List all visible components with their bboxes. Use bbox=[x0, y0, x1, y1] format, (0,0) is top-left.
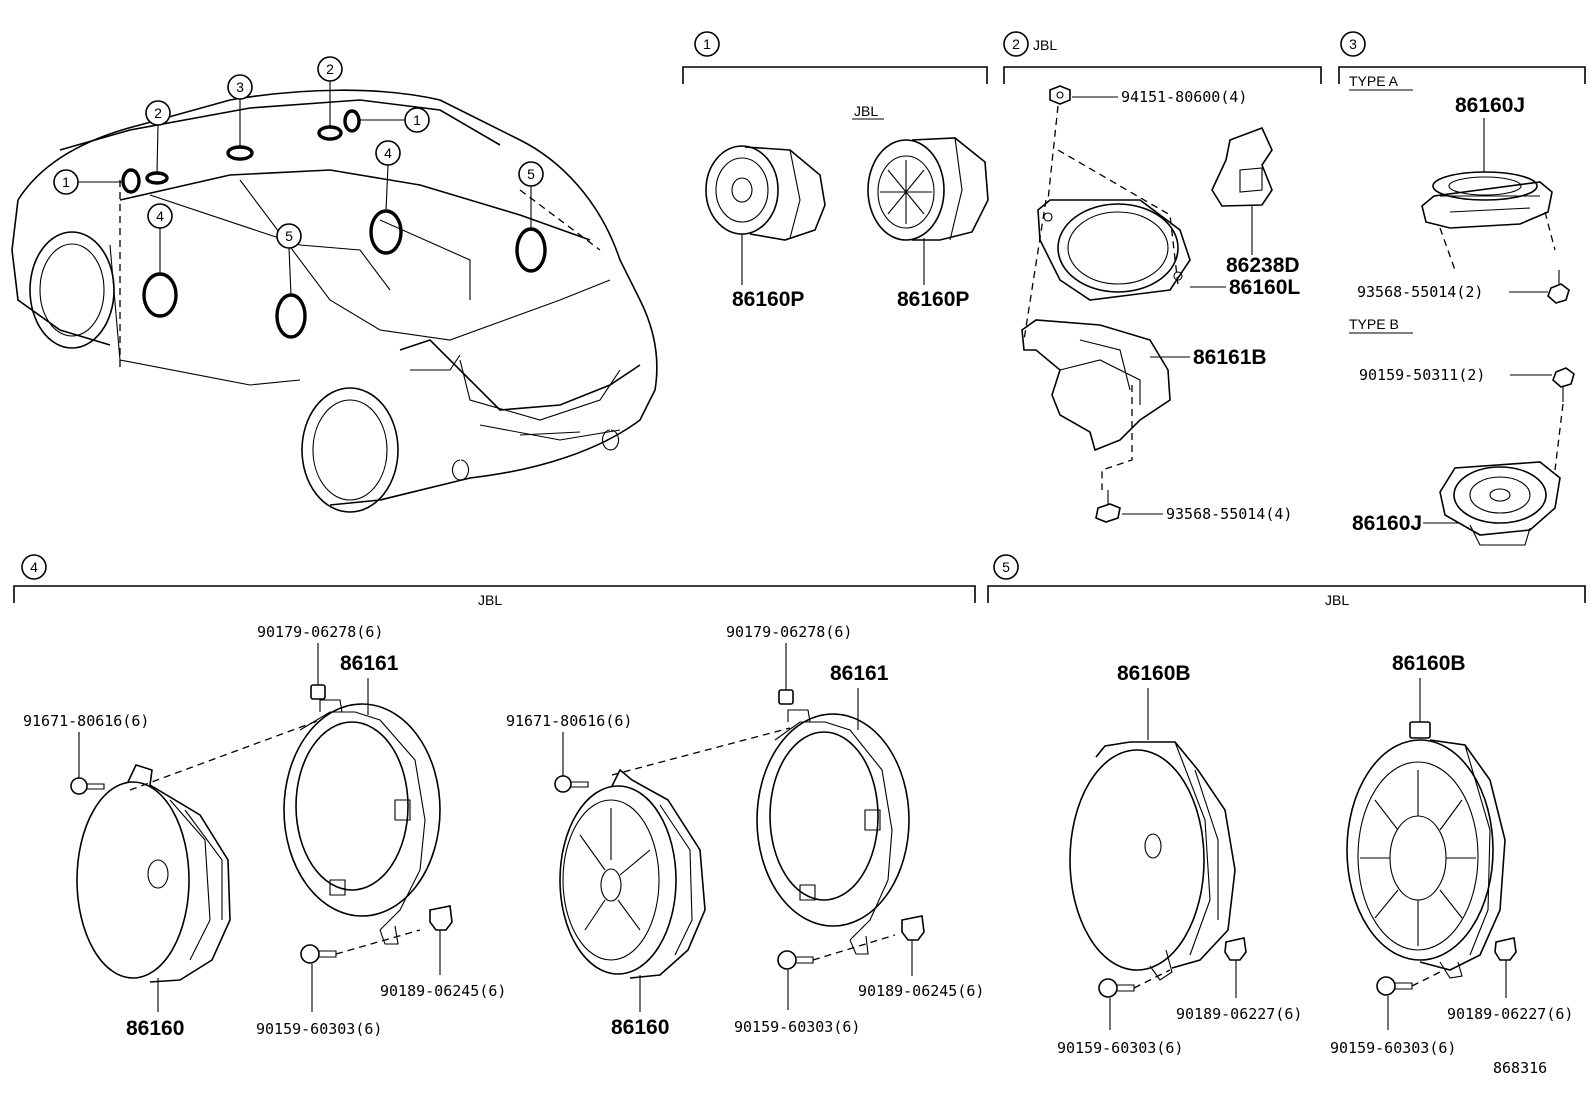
svg-text:4: 4 bbox=[156, 208, 164, 224]
screw-91671-b-icon bbox=[554, 775, 589, 793]
connector-icon bbox=[1211, 126, 1273, 255]
nut-icon bbox=[1049, 85, 1071, 105]
section-2-header: 2 JBL bbox=[1003, 31, 1322, 84]
car-callouts: 1 2 3 2 1 4 4 5 5 bbox=[53, 56, 544, 249]
svg-text:1: 1 bbox=[62, 174, 70, 190]
speaker-86160B-a-icon bbox=[1069, 741, 1236, 981]
part-94151-80600: 94151-80600(4) bbox=[1121, 88, 1247, 106]
car-icon bbox=[11, 89, 658, 513]
section-1-jbl-label: JBL bbox=[854, 103, 878, 119]
screw-91671-a-icon bbox=[70, 777, 105, 795]
svg-text:JBL: JBL bbox=[478, 592, 502, 608]
part-86160P-b: 86160P bbox=[897, 288, 969, 311]
part-86161-b: 86161 bbox=[830, 662, 889, 685]
callout-1-right: 1 bbox=[404, 107, 430, 133]
type-b-label: TYPE B bbox=[1349, 316, 1399, 332]
part-90159-50311: 90159-50311(2) bbox=[1359, 366, 1485, 384]
screw-type-a-icon bbox=[1547, 270, 1570, 304]
part-86161-a: 86161 bbox=[340, 652, 399, 675]
svg-text:2: 2 bbox=[1012, 36, 1020, 52]
callout-4-left: 4 bbox=[147, 203, 173, 229]
tweeter-icon bbox=[705, 145, 826, 285]
part-86160L: 86160L bbox=[1229, 276, 1300, 299]
part-90179-06278-b: 90179-06278(6) bbox=[726, 623, 852, 641]
screw-90159-c-icon bbox=[1098, 978, 1135, 998]
screw-type-b-icon bbox=[1552, 367, 1575, 402]
speaker-mid-icon bbox=[1037, 199, 1226, 301]
callout-3: 3 bbox=[227, 74, 253, 100]
clip-90189-227-b-icon bbox=[1494, 937, 1517, 961]
speaker-86160-a-icon bbox=[76, 764, 231, 1012]
callout-2-right: 2 bbox=[317, 56, 343, 82]
svg-text:5: 5 bbox=[285, 228, 293, 244]
svg-text:1: 1 bbox=[413, 112, 421, 128]
part-93568-55014-s3: 93568-55014(2) bbox=[1357, 283, 1483, 301]
part-86160-b: 86160 bbox=[611, 1016, 669, 1039]
part-86161B: 86161B bbox=[1193, 346, 1267, 369]
speaker-type-a-icon bbox=[1421, 171, 1556, 271]
part-90189-06245-b: 90189-06245(6) bbox=[858, 982, 984, 1000]
clip-90189-245-b-icon bbox=[901, 915, 925, 941]
part-86160J-b: 86160J bbox=[1352, 512, 1422, 535]
callout-1-left: 1 bbox=[53, 169, 79, 195]
clip-90189-245-a-icon bbox=[429, 905, 453, 931]
part-90189-06227-b: 90189-06227(6) bbox=[1447, 1005, 1573, 1023]
svg-text:JBL: JBL bbox=[1033, 37, 1057, 53]
section-3-header: 3 bbox=[1338, 31, 1586, 84]
clip-90179-b-icon bbox=[778, 689, 794, 705]
speaker-86160-b-icon bbox=[559, 768, 706, 1012]
section-5-header: 5 JBL bbox=[987, 554, 1586, 608]
screw-90159-b-icon bbox=[777, 950, 814, 970]
clip-90179-a-icon bbox=[310, 684, 326, 700]
svg-text:4: 4 bbox=[384, 145, 392, 161]
speaker-type-b-icon bbox=[1439, 461, 1561, 546]
svg-text:4: 4 bbox=[30, 559, 38, 575]
tweeter-jbl-icon bbox=[867, 137, 989, 285]
screw-90159-d-icon bbox=[1376, 976, 1413, 996]
type-a-label: TYPE A bbox=[1349, 73, 1399, 89]
speaker-ring-86161-a-icon bbox=[283, 699, 441, 945]
part-93568-55014-s2: 93568-55014(4) bbox=[1166, 505, 1292, 523]
bracket-icon bbox=[1021, 319, 1190, 490]
part-91671-80616-a: 91671-80616(6) bbox=[23, 712, 149, 730]
callout-4-right: 4 bbox=[375, 140, 401, 166]
part-90179-06278-a: 90179-06278(6) bbox=[257, 623, 383, 641]
part-86160P-a: 86160P bbox=[732, 288, 804, 311]
callout-5-right: 5 bbox=[518, 161, 544, 187]
part-86160B-a: 86160B bbox=[1117, 662, 1191, 685]
clip-90189-227-a-icon bbox=[1224, 937, 1247, 961]
screw-icon bbox=[1095, 490, 1121, 523]
svg-text:5: 5 bbox=[527, 166, 535, 182]
diagram-id: 868316 bbox=[1493, 1059, 1547, 1077]
part-90159-60303-d: 90159-60303(6) bbox=[1330, 1039, 1456, 1057]
part-86238D: 86238D bbox=[1226, 254, 1300, 277]
screw-90159-a-icon bbox=[300, 944, 337, 964]
speaker-86160B-b-icon bbox=[1346, 721, 1506, 979]
section-4-header: 4 JBL bbox=[13, 554, 976, 608]
part-90159-60303-a: 90159-60303(6) bbox=[256, 1020, 382, 1038]
svg-text:1: 1 bbox=[703, 36, 711, 52]
part-90159-60303-c: 90159-60303(6) bbox=[1057, 1039, 1183, 1057]
svg-text:JBL: JBL bbox=[1325, 592, 1349, 608]
part-86160-a: 86160 bbox=[126, 1017, 184, 1040]
speaker-ring-86161-b-icon bbox=[756, 709, 910, 955]
car-speaker-rings bbox=[121, 109, 547, 339]
callout-5-left: 5 bbox=[276, 223, 302, 249]
svg-text:5: 5 bbox=[1002, 559, 1010, 575]
section-1-header: 1 bbox=[682, 31, 988, 84]
svg-text:3: 3 bbox=[236, 79, 244, 95]
callout-2-left: 2 bbox=[145, 100, 171, 126]
part-91671-80616-b: 91671-80616(6) bbox=[506, 712, 632, 730]
part-86160J-a: 86160J bbox=[1455, 94, 1525, 117]
part-90189-06245-a: 90189-06245(6) bbox=[380, 982, 506, 1000]
part-90159-60303-b: 90159-60303(6) bbox=[734, 1018, 860, 1036]
part-86160B-b: 86160B bbox=[1392, 652, 1466, 675]
svg-text:3: 3 bbox=[1349, 36, 1357, 52]
svg-text:2: 2 bbox=[326, 61, 334, 77]
part-90189-06227-a: 90189-06227(6) bbox=[1176, 1005, 1302, 1023]
svg-text:2: 2 bbox=[154, 105, 162, 121]
